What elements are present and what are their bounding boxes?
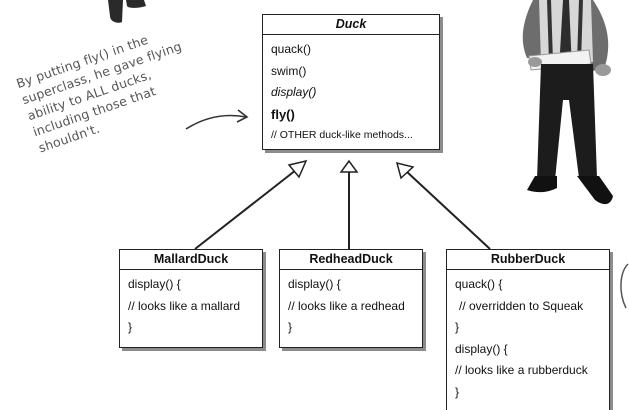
rubber-inheritance-line xyxy=(405,170,491,250)
duck-methods: quack() swim() display() fly() // OTHER … xyxy=(263,35,439,149)
fly-method: fly() xyxy=(271,106,295,122)
other-methods-comment: // OTHER duck-like methods... xyxy=(271,129,413,141)
edge-bracket-mark xyxy=(620,263,629,309)
mallard-methods: display() { // looks like a mallard } xyxy=(120,270,262,341)
code-line: display() { xyxy=(128,277,181,291)
annotation-pointer-arrow xyxy=(185,114,247,130)
mallard-inheritance-line xyxy=(194,169,297,250)
code-line: quack() { xyxy=(455,277,503,291)
rubber-class-name: RubberDuck xyxy=(447,250,609,270)
mallard-inheritance-arrowhead xyxy=(287,159,308,179)
redhead-duck-class-box: RedheadDuck display() { // looks like a … xyxy=(279,249,423,348)
code-line: } xyxy=(455,320,460,334)
code-line: // overridden to Squeak xyxy=(459,298,584,313)
duck-class-box: Duck quack() swim() display() fly() // O… xyxy=(262,14,440,150)
code-line: display() { xyxy=(455,341,508,356)
person-feet-figure xyxy=(108,0,146,23)
rubber-duck-class-box: RubberDuck quack() { // overridden to Sq… xyxy=(446,249,610,410)
redhead-inheritance-arrowhead xyxy=(339,159,359,173)
mallard-class-name: MallardDuck xyxy=(120,250,262,270)
swim-method: swim() xyxy=(271,63,307,78)
redhead-class-name: RedheadDuck xyxy=(280,250,422,270)
code-line: // looks like a mallard xyxy=(128,298,241,313)
businessman-figure xyxy=(522,0,613,205)
duck-class-name: Duck xyxy=(263,15,439,35)
mallard-duck-class-box: MallardDuck display() { // looks like a … xyxy=(119,249,263,348)
code-line: // looks like a rubberduck xyxy=(455,363,588,377)
display-method: display() xyxy=(271,85,317,99)
code-line: // looks like a redhead xyxy=(288,298,405,313)
code-line: } xyxy=(455,384,460,399)
redhead-methods: display() { // looks like a redhead } xyxy=(280,270,422,341)
code-line: display() { xyxy=(288,277,341,291)
rubber-methods: quack() { // overridden to Squeak } disp… xyxy=(447,270,609,405)
quack-method: quack() xyxy=(271,42,312,56)
annotation-pointer-arrowhead xyxy=(236,109,249,123)
code-line: } xyxy=(128,320,133,334)
rubber-inheritance-arrowhead xyxy=(395,161,415,180)
code-line: } xyxy=(288,320,293,334)
